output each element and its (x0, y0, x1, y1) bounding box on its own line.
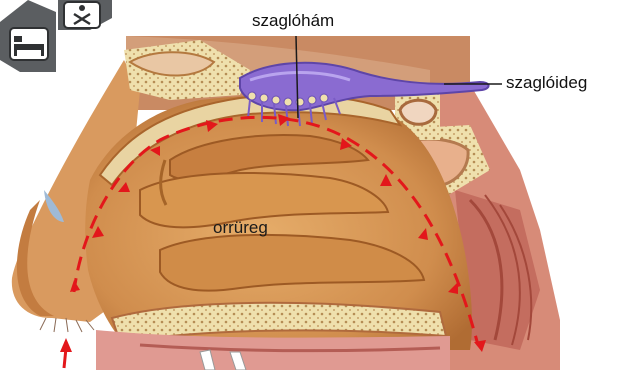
seatbelt-icon (58, 0, 112, 30)
label-olfactory-epithelium: szaglóhám (252, 12, 334, 29)
label-nasal-cavity: orrüreg (213, 219, 268, 236)
nostril-hairs (40, 318, 94, 332)
bed-icon (0, 0, 56, 72)
label-olfactory-nerve: szaglóideg (506, 74, 587, 91)
